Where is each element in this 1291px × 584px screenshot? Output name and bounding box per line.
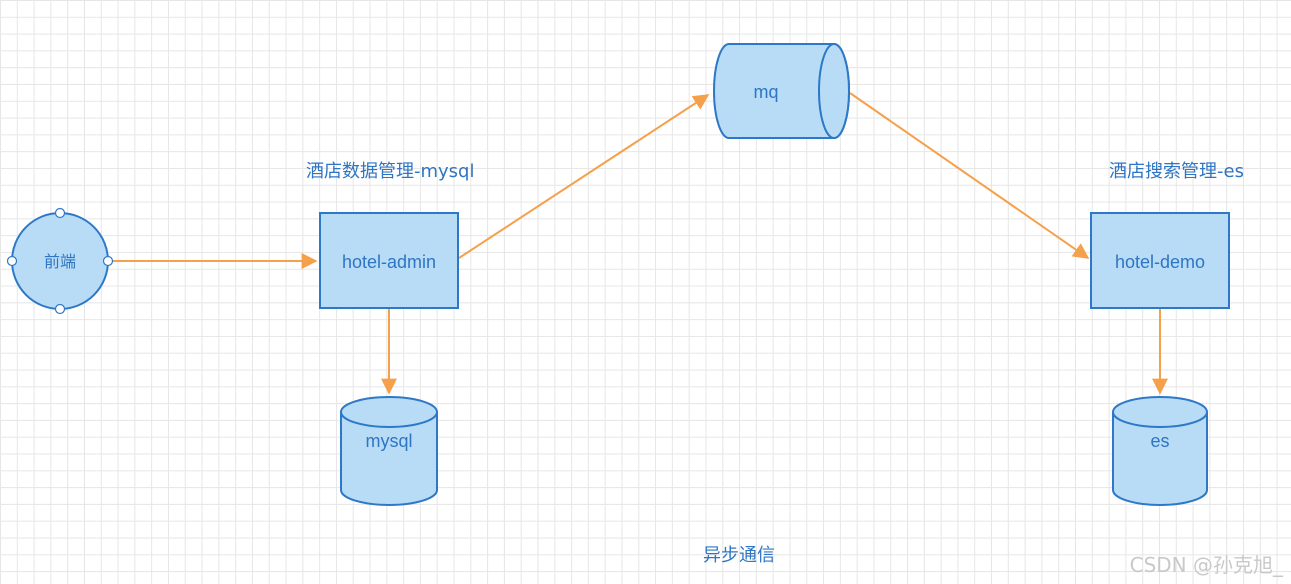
- frontend-node[interactable]: 前端: [6, 207, 114, 315]
- mysql-database-node[interactable]: mysql: [340, 396, 438, 506]
- connection-handle-right[interactable]: [102, 255, 114, 267]
- frontend-label: 前端: [44, 253, 76, 271]
- mq-queue-node[interactable]: mq: [713, 43, 850, 139]
- es-label: es: [1150, 431, 1169, 451]
- admin-group-label: 酒店数据管理-mysql: [306, 161, 475, 182]
- search-group-label: 酒店搜索管理-es: [1109, 161, 1244, 182]
- connection-handle-top[interactable]: [54, 207, 66, 219]
- async-communication-label: 异步通信: [703, 545, 775, 566]
- hotel-admin-node[interactable]: hotel-admin: [319, 212, 459, 309]
- mq-label: mq: [753, 82, 778, 102]
- connection-handle-bottom[interactable]: [54, 303, 66, 315]
- hotel-demo-node[interactable]: hotel-demo: [1090, 212, 1230, 309]
- connection-handle-left[interactable]: [6, 255, 18, 267]
- es-database-node[interactable]: es: [1112, 396, 1208, 506]
- hotel-admin-label: hotel-admin: [342, 252, 436, 272]
- mysql-label: mysql: [365, 431, 412, 451]
- arrow-mq-to-demo: [849, 92, 1090, 259]
- hotel-demo-label: hotel-demo: [1115, 252, 1205, 272]
- arrow-admin-to-mq: [458, 94, 710, 259]
- csdn-watermark: CSDN @孙克旭_: [1129, 553, 1283, 577]
